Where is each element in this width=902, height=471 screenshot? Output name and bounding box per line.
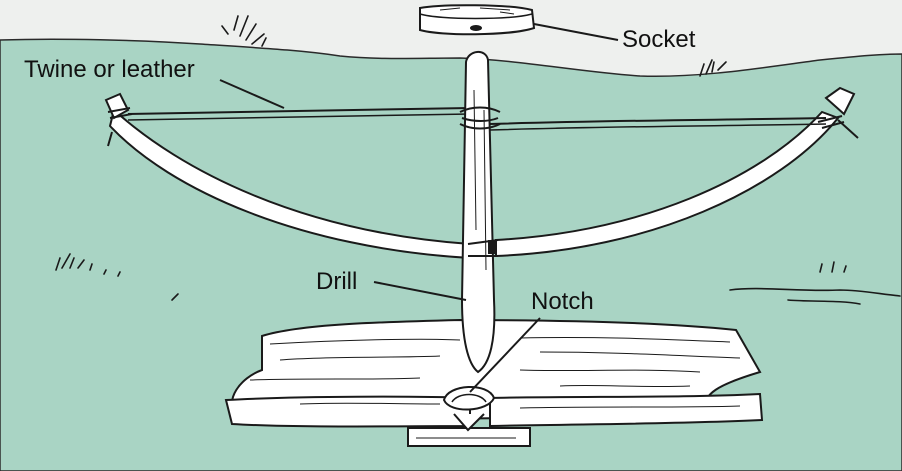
- leader-lines: [219, 23, 619, 393]
- twine-string: [127, 107, 827, 131]
- socket-block: [419, 4, 536, 36]
- label-notch: Notch: [531, 288, 594, 315]
- drill-leader: [373, 281, 467, 301]
- twine-leader: [219, 79, 285, 109]
- fireboard: [224, 318, 764, 447]
- drill-spindle: [459, 51, 501, 374]
- notch-leader: [469, 317, 541, 393]
- label-twine-or-leather: Twine or leather: [24, 56, 195, 83]
- grass-tufts: [55, 15, 901, 305]
- socket-leader: [533, 23, 619, 41]
- label-drill: Drill: [316, 268, 358, 295]
- notch: [442, 385, 496, 432]
- label-socket: Socket: [622, 26, 696, 53]
